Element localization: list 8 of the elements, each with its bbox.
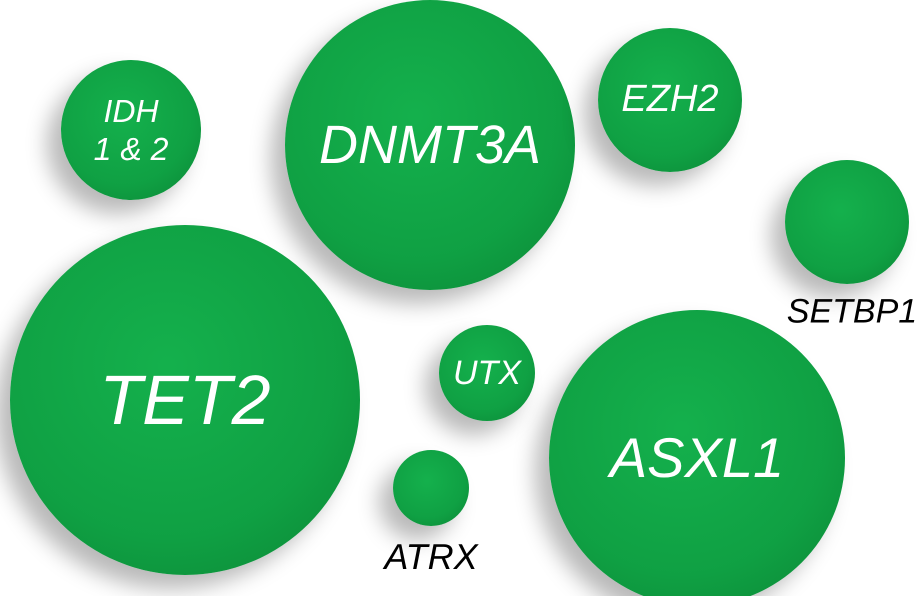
gene-name: ASXL1 <box>610 424 784 492</box>
gene-name: UTX <box>453 352 521 394</box>
gene-name: SETBP1 <box>786 292 918 332</box>
gene-name: TET2 <box>99 360 271 441</box>
gene-name: IDH 1 & 2 <box>92 92 170 168</box>
gene-name: EZH2 <box>621 77 719 122</box>
gene-name: DNMT3A <box>318 114 541 177</box>
gene-name: ATRX <box>384 536 478 578</box>
